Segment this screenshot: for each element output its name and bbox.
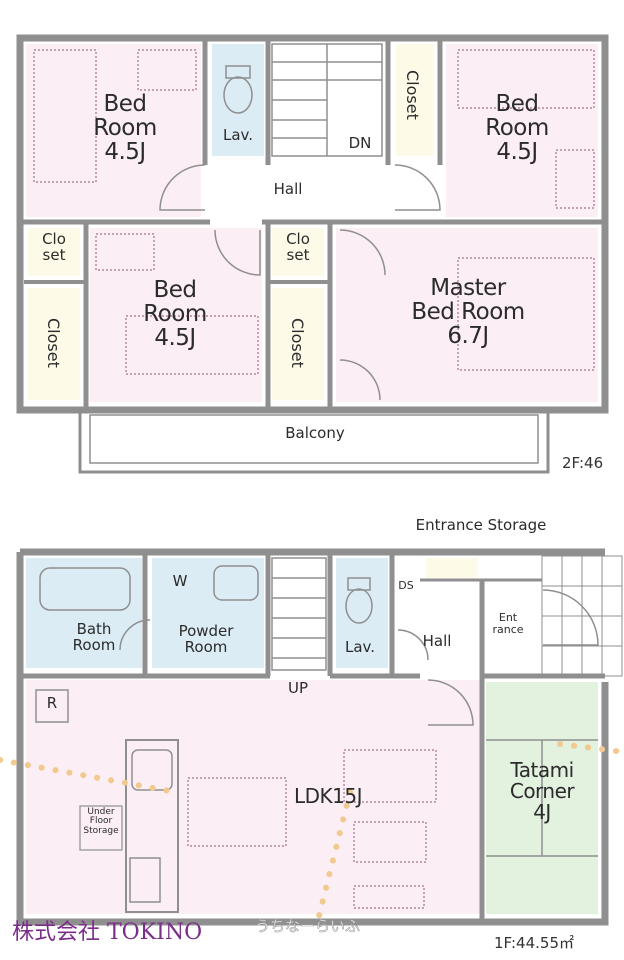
closet-label-w-small: Clo set — [42, 230, 66, 264]
room-label-lav-2f: Lav. — [222, 126, 254, 144]
room-label-under-floor-storage: Under Floor Storage — [83, 807, 119, 836]
fridge-label-r: R — [46, 694, 58, 712]
room-label-ldk: LDK15J — [293, 784, 363, 808]
room-label-balcony: Balcony — [285, 424, 345, 442]
room-label-entrance-storage: Entrance Storage — [415, 516, 547, 534]
watermark-text: うちなーらいふ — [255, 917, 361, 936]
floor1-area: 1F:44.55㎡ — [494, 934, 575, 952]
room-label-bed-nw: Bed Room 4.5J — [93, 91, 157, 166]
room-label-hall-1f: Hall — [422, 632, 452, 650]
company-logo-text: 株式会社 TOKINO — [12, 920, 203, 945]
stairs-label-up: UP — [287, 679, 309, 697]
room-label-entrance: Ent rance — [492, 611, 524, 636]
closet-label-c: Closet — [287, 318, 307, 368]
room-label-bath: Bath Room — [72, 620, 116, 654]
closet-label-ne: Closet — [402, 70, 422, 120]
floor2-area: 2F:46 — [562, 454, 604, 472]
room-label-tatami: Tatami Corner 4J — [509, 758, 575, 824]
light-path-dots — [0, 741, 624, 923]
room-label-w: W — [172, 572, 188, 590]
room-label-hall-2f: Hall — [273, 180, 303, 198]
room-label-bed-ne: Bed Room 4.5J — [485, 91, 549, 166]
stairs-label-dn: DN — [348, 134, 372, 152]
floor2-plan — [16, 34, 609, 474]
floor1-plan — [16, 548, 623, 926]
room-label-powder: Powder Room — [178, 622, 234, 656]
closet-label-c-small: Clo set — [286, 230, 310, 264]
closet-label-w: Closet — [43, 318, 63, 368]
room-label-ds: DS — [398, 579, 414, 592]
room-label-bed-sw: Bed Room 4.5J — [143, 277, 207, 352]
room-label-master-bedroom: Master Bed Room 6.7J — [411, 275, 525, 350]
room-label-lav-1f: Lav. — [344, 638, 376, 656]
